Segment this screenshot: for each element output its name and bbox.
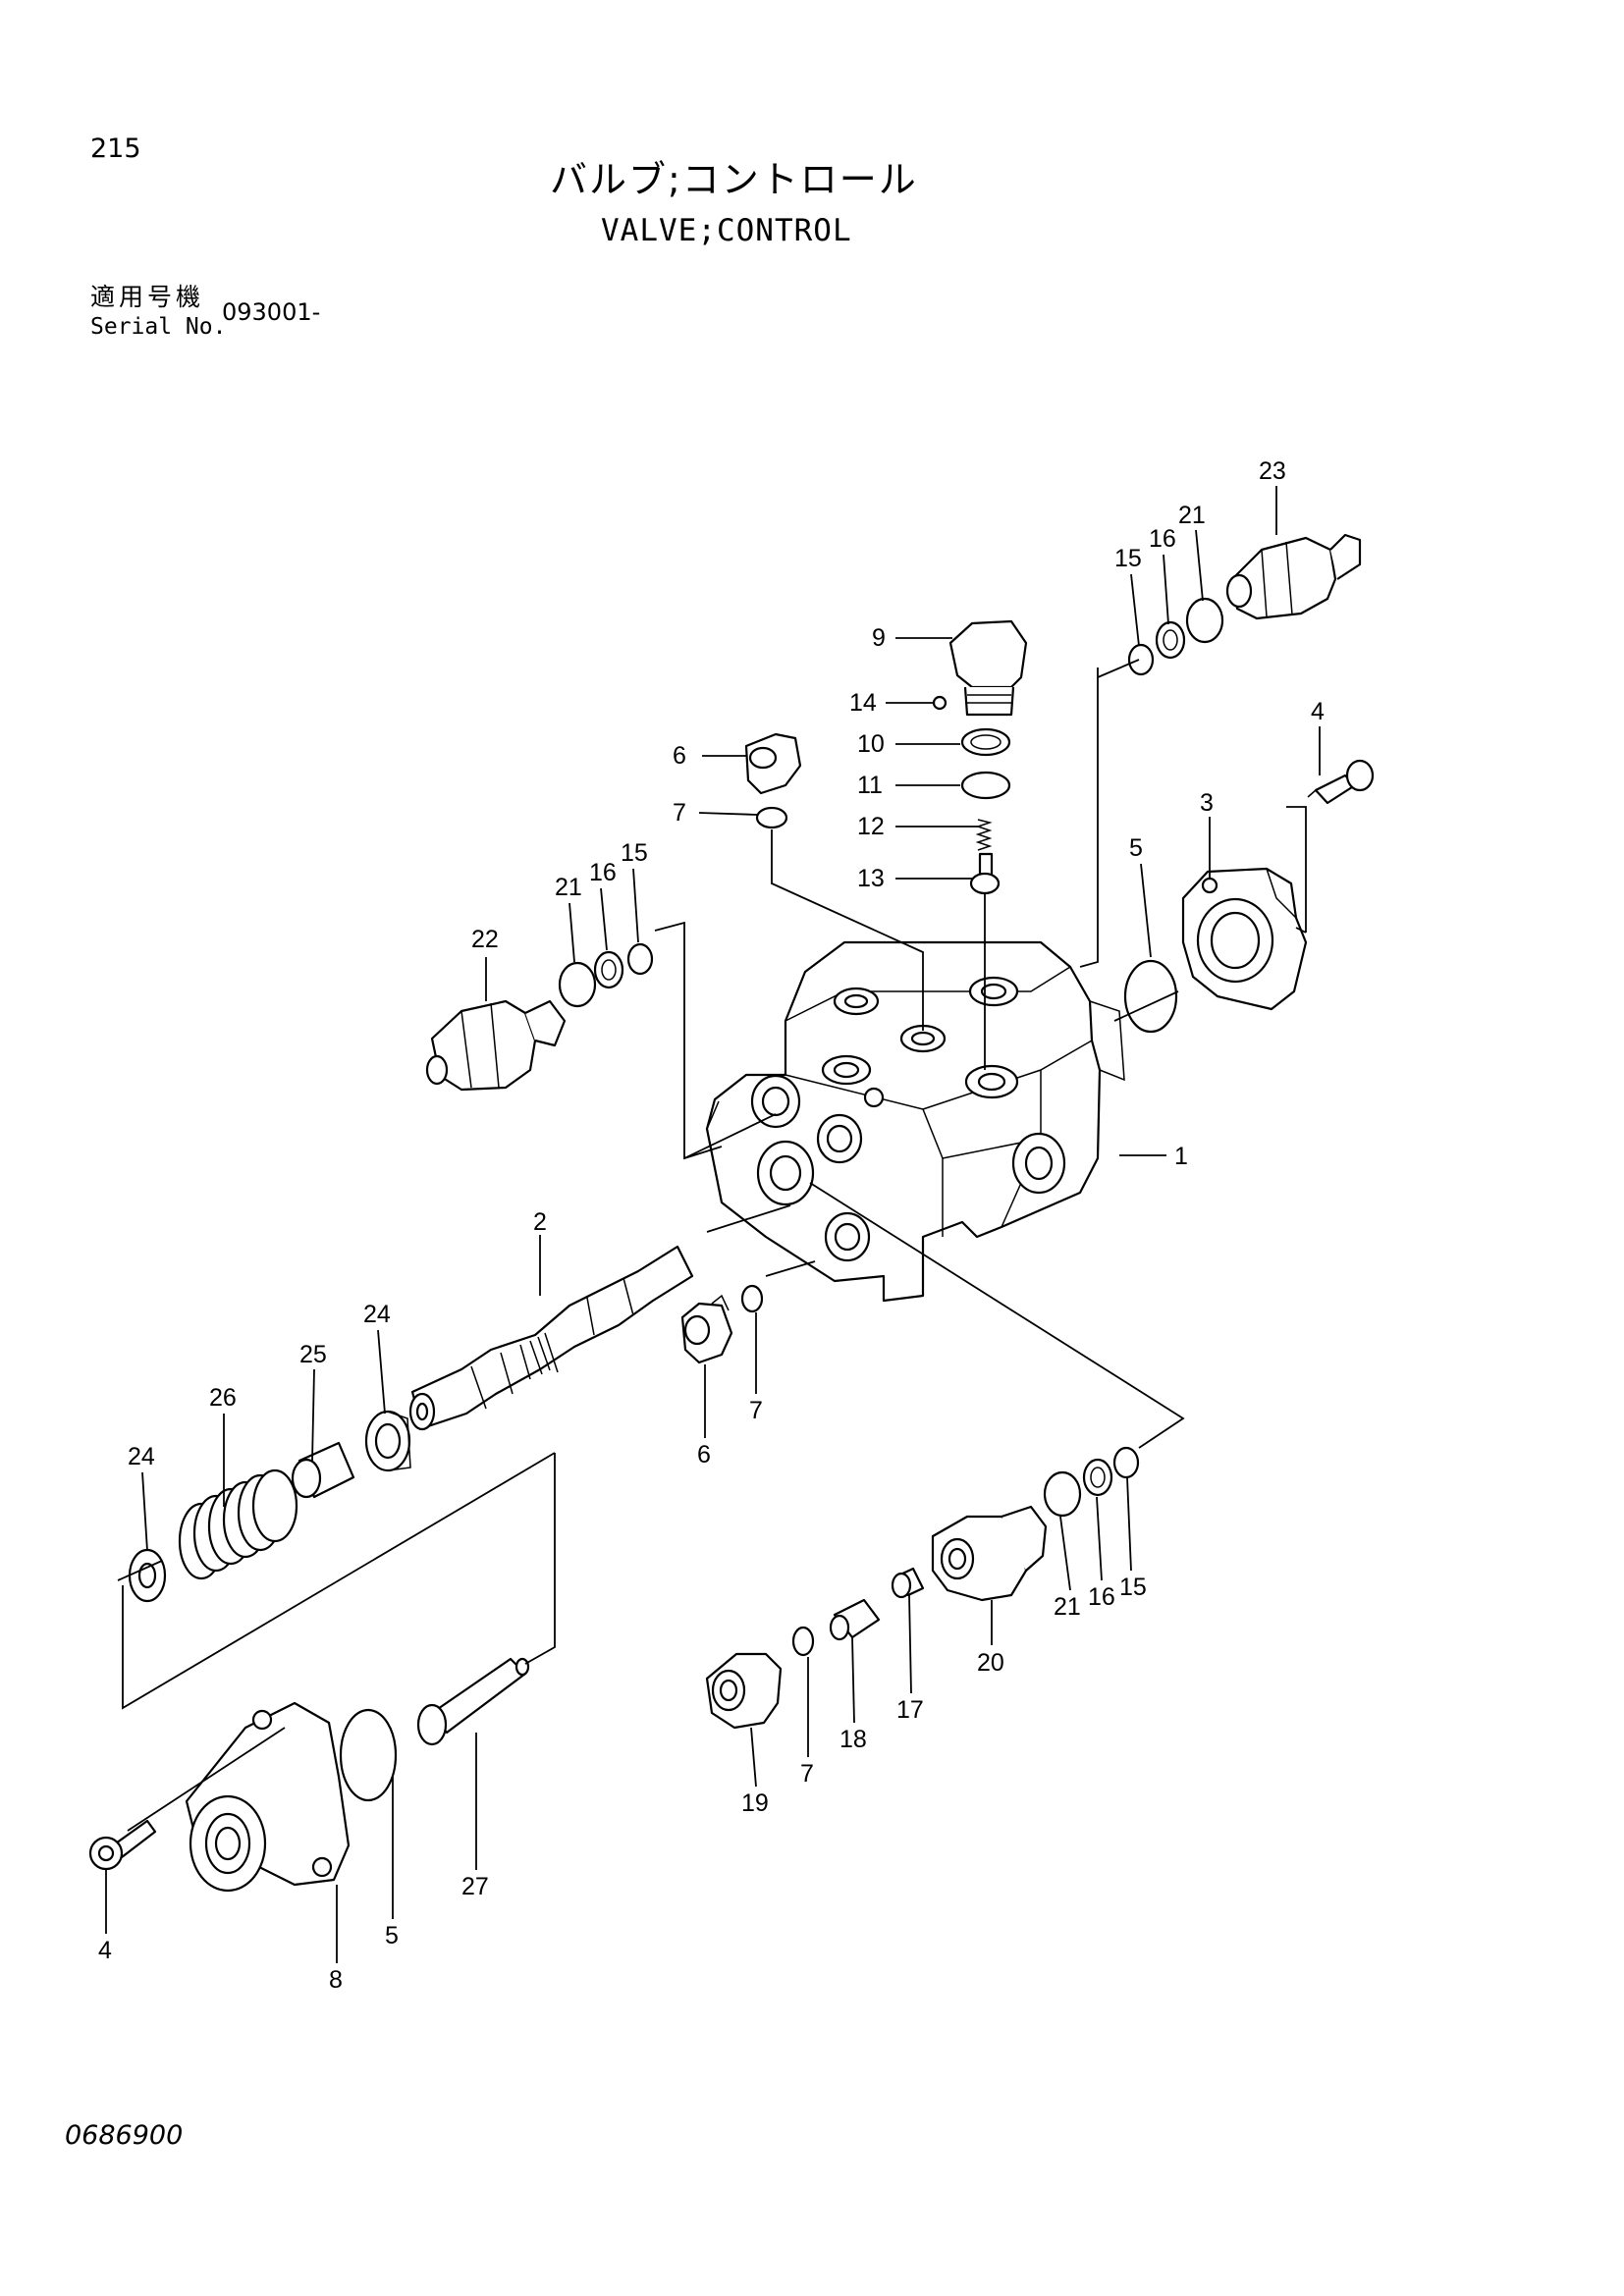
backup-ring-part-15-a bbox=[1127, 643, 1155, 676]
callout-7-upper: 7 bbox=[673, 799, 686, 827]
callout-15-mid: 15 bbox=[621, 839, 648, 867]
callout-25: 25 bbox=[299, 1341, 327, 1368]
callout-13: 13 bbox=[857, 865, 885, 892]
serial-label-japanese: 適用号機 bbox=[90, 283, 205, 311]
callout-14: 14 bbox=[849, 689, 877, 717]
spacer-part-25 bbox=[291, 1441, 355, 1499]
o-ring-part-21-a bbox=[1185, 597, 1224, 644]
seat-part-17 bbox=[891, 1567, 925, 1599]
relief-valve-part-20 bbox=[931, 1505, 1048, 1602]
callout-24-lower: 24 bbox=[128, 1443, 155, 1470]
poppet-part-13 bbox=[969, 852, 1001, 895]
callout-4-bottom: 4 bbox=[98, 1937, 112, 1964]
bolt-part-27 bbox=[416, 1657, 530, 1746]
spring-seat-part-24-a bbox=[364, 1410, 411, 1472]
callout-20: 20 bbox=[977, 1649, 1004, 1677]
cover-flange-part bbox=[1181, 867, 1308, 1011]
top-plug-part bbox=[948, 619, 1028, 717]
callout-6-lower: 6 bbox=[697, 1441, 711, 1468]
assembly-lines bbox=[117, 659, 1307, 1832]
callout-5-top: 5 bbox=[1129, 834, 1143, 862]
callout-leaders bbox=[105, 486, 1321, 1963]
small-o-ring-part-2 bbox=[740, 1284, 764, 1313]
callout-11: 11 bbox=[857, 772, 883, 799]
backup-ring-part-15-b bbox=[626, 942, 654, 976]
callout-3: 3 bbox=[1200, 789, 1214, 817]
serial-number-value: 093001- bbox=[222, 298, 321, 326]
spring-part-12 bbox=[975, 819, 993, 851]
backup-ring-part-16-c bbox=[1082, 1458, 1113, 1497]
callout-21-mid: 21 bbox=[555, 874, 582, 901]
callout-15-low: 15 bbox=[1119, 1574, 1147, 1601]
callout-24-upper: 24 bbox=[363, 1301, 391, 1328]
backup-ring-part-16-b bbox=[593, 950, 624, 989]
callout-16-top: 16 bbox=[1149, 525, 1176, 553]
callout-16-mid: 16 bbox=[589, 859, 617, 886]
callout-labels: 1 2 3 4 5 6 7 9 14 10 11 12 13 15 16 21 … bbox=[98, 457, 1325, 1994]
callout-5-bottom: 5 bbox=[385, 1922, 399, 1949]
callout-18: 18 bbox=[839, 1726, 867, 1753]
callout-7-lower: 7 bbox=[749, 1397, 763, 1424]
callout-9: 9 bbox=[872, 624, 886, 652]
drawing-code: 0686900 bbox=[65, 2120, 184, 2151]
callout-21-low: 21 bbox=[1054, 1593, 1081, 1621]
small-o-ring-part-1 bbox=[755, 806, 788, 829]
callout-15-top: 15 bbox=[1114, 545, 1142, 572]
callout-27: 27 bbox=[461, 1873, 489, 1900]
callout-21-top: 21 bbox=[1178, 502, 1206, 529]
seal-ring-inner bbox=[970, 734, 1001, 750]
callout-22: 22 bbox=[471, 926, 499, 953]
spring-part-26 bbox=[178, 1468, 298, 1580]
callout-6-upper: 6 bbox=[673, 742, 686, 770]
o-ring-part-21-c bbox=[1043, 1470, 1082, 1518]
plug-part-lower bbox=[680, 1294, 733, 1364]
small-o-ring-part-3 bbox=[791, 1626, 815, 1657]
o-ring-part-top bbox=[1123, 959, 1178, 1034]
callout-10: 10 bbox=[857, 730, 885, 758]
bolt-part-bottom bbox=[88, 1819, 157, 1871]
spring-seat-part-24-b bbox=[128, 1548, 167, 1603]
poppet-part-18 bbox=[829, 1598, 881, 1641]
callout-7-bottom: 7 bbox=[800, 1760, 814, 1788]
callout-26: 26 bbox=[209, 1384, 237, 1412]
ball-part-14 bbox=[932, 695, 947, 711]
callout-12: 12 bbox=[857, 813, 885, 840]
callout-23: 23 bbox=[1259, 457, 1286, 485]
backup-ring-inner-16-b bbox=[601, 959, 617, 981]
backup-ring-part-15-c bbox=[1112, 1446, 1140, 1479]
plug-part-upper bbox=[744, 732, 802, 795]
bolt-part-top bbox=[1307, 759, 1375, 805]
callout-8: 8 bbox=[329, 1966, 343, 1994]
backup-ring-part-16-a bbox=[1155, 620, 1186, 660]
valve-body-part bbox=[705, 940, 1125, 1303]
callout-1: 1 bbox=[1174, 1143, 1188, 1170]
seal-ring-part bbox=[960, 727, 1011, 757]
plug-part-19 bbox=[705, 1652, 783, 1730]
backup-ring-inner-16-a bbox=[1163, 629, 1178, 651]
end-cover-part bbox=[185, 1701, 351, 1893]
o-ring-part-11 bbox=[960, 771, 1011, 800]
spool-part-2 bbox=[408, 1245, 694, 1431]
backup-ring-inner-16-c bbox=[1090, 1467, 1106, 1488]
serial-label-english: Serial No. bbox=[90, 314, 227, 340]
o-ring-part-21-b bbox=[558, 961, 597, 1008]
callout-17: 17 bbox=[896, 1696, 924, 1724]
title-english: VALVE;CONTROL bbox=[601, 213, 852, 248]
title-japanese: バルブ;コントロール bbox=[550, 158, 918, 201]
o-ring-part-bottom bbox=[339, 1708, 398, 1802]
callout-2: 2 bbox=[533, 1208, 547, 1236]
relief-valve-part-22 bbox=[425, 999, 567, 1092]
callout-4-top: 4 bbox=[1311, 698, 1325, 725]
callout-19: 19 bbox=[741, 1789, 769, 1817]
relief-valve-part-23 bbox=[1225, 533, 1362, 620]
page-number: 215 bbox=[90, 133, 141, 164]
callout-16-low: 16 bbox=[1088, 1583, 1115, 1611]
